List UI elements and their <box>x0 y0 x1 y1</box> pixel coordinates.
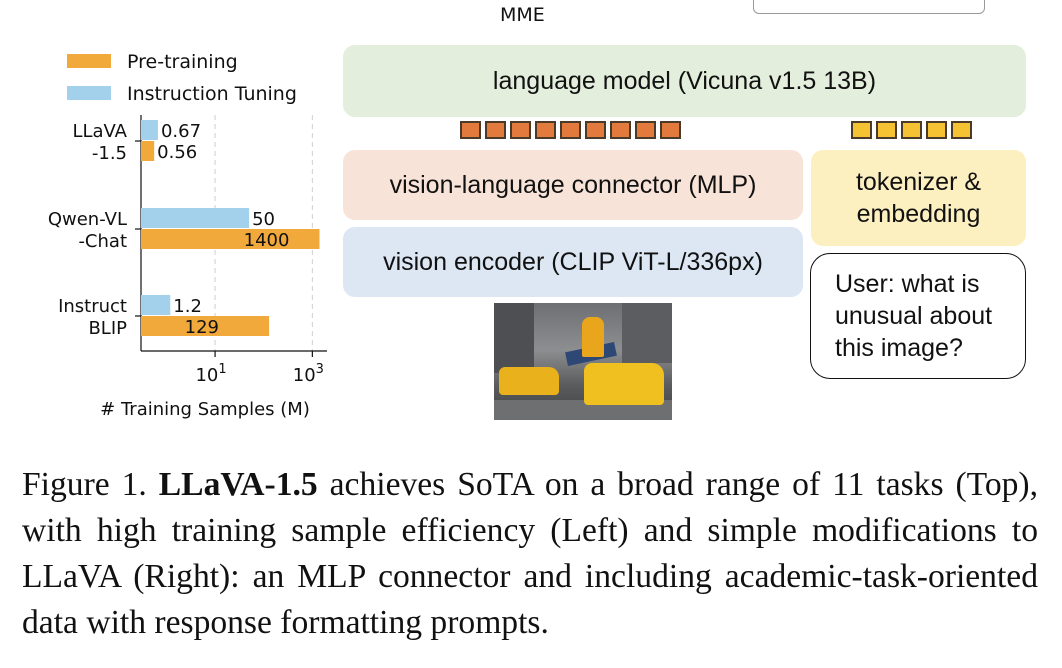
data-label: 0.56 <box>157 142 197 163</box>
top-chart-edge <box>753 0 985 14</box>
vision-tokens <box>460 121 681 139</box>
tokenizer-label: tokenizer & embedding <box>855 168 982 228</box>
bar-pre-training <box>141 316 270 336</box>
caption-prefix: Figure 1. <box>22 466 159 503</box>
connector-block: vision-language connector (MLP) <box>343 150 803 220</box>
token-square <box>460 121 481 139</box>
bar-pre-training <box>141 141 155 161</box>
token-square <box>560 121 581 139</box>
x-axis-label: # Training Samples (M) <box>100 399 310 420</box>
mme-label: MME <box>500 4 545 26</box>
category-label: Qwen-VL <box>48 209 127 230</box>
category-label: BLIP <box>88 318 127 339</box>
input-image-photo <box>494 303 672 420</box>
token-square <box>610 121 631 139</box>
bar-pre-training <box>141 229 320 249</box>
data-label: 50 <box>252 209 275 230</box>
legend-swatch-pre-training <box>67 54 111 68</box>
token-square <box>585 121 606 139</box>
token-square <box>510 121 531 139</box>
category-label: LLaVA <box>72 121 127 142</box>
tokenizer-block: tokenizer & embedding <box>811 150 1026 246</box>
bar-instruction-tuning <box>141 120 158 140</box>
category-label: -1.5 <box>92 143 127 164</box>
data-label: 0.67 <box>161 121 201 142</box>
user-prompt-bubble: User: what is unusual about this image? <box>810 253 1026 379</box>
legend-swatch-instruction-tuning <box>67 86 111 100</box>
token-square <box>926 121 947 139</box>
legend-label-instruction-tuning: Instruction Tuning <box>127 83 297 105</box>
vision-encoder-block: vision encoder (CLIP ViT-L/336px) <box>343 227 803 297</box>
caption-text: achieves SoTA on a broad range of 11 tas… <box>22 466 1039 641</box>
category-label: -Chat <box>78 231 127 252</box>
data-label: 1.2 <box>173 296 202 317</box>
token-square <box>876 121 897 139</box>
token-square <box>485 121 506 139</box>
token-square <box>535 121 556 139</box>
caption-bold: LLaVA-1.5 <box>158 466 318 503</box>
user-prompt-text: User: what is unusual about this image? <box>835 270 993 362</box>
bar-instruction-tuning <box>141 295 171 315</box>
bar-instruction-tuning <box>141 208 250 228</box>
token-square <box>635 121 656 139</box>
text-tokens <box>851 121 972 139</box>
category-label: Instruct <box>58 296 127 317</box>
figure-caption: Figure 1. LLaVA-1.5 achieves SoTA on a b… <box>22 462 1038 646</box>
language-model-block: language model (Vicuna v1.5 13B) <box>343 45 1026 117</box>
data-label: 1400 <box>244 230 290 251</box>
token-square <box>951 121 972 139</box>
x-tick-label: 101 <box>195 362 226 386</box>
data-label: 129 <box>185 317 219 338</box>
token-square <box>660 121 681 139</box>
legend-label-pre-training: Pre-training <box>127 51 238 73</box>
token-square <box>851 121 872 139</box>
token-square <box>901 121 922 139</box>
x-tick-label: 103 <box>293 362 324 386</box>
